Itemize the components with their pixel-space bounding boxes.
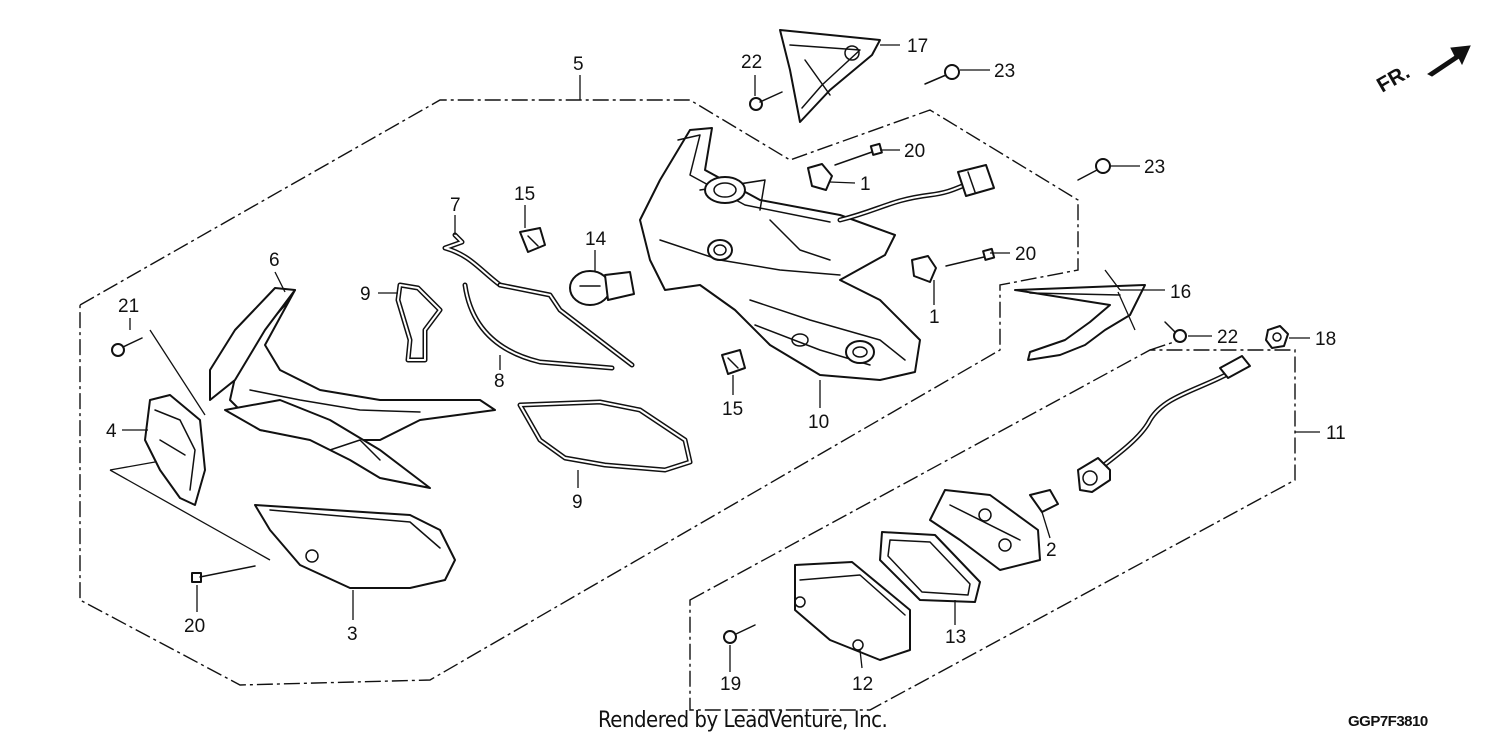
callout-14: 14 [585, 229, 607, 250]
part-1-socket-lower [911, 255, 937, 283]
part-15-bulb-lower [721, 349, 746, 375]
callout-22: 22 [741, 52, 762, 73]
callout-9: 9 [360, 284, 371, 305]
callout-17: 17 [907, 36, 928, 57]
callout-21: 21 [118, 296, 139, 317]
part-12-license-lens [794, 561, 911, 661]
callout-22: 22 [1217, 327, 1238, 348]
part-15-bulb-upper [519, 227, 546, 253]
callout-1: 1 [929, 307, 940, 328]
part-9-gasket-small [395, 282, 443, 363]
part-7-seal-strip [442, 232, 503, 288]
part-6-lens [209, 287, 496, 489]
part-14-bulb [569, 270, 635, 306]
callout-2: 2 [1046, 540, 1057, 561]
part-1-socket-upper [807, 163, 833, 191]
part-21-screw [111, 337, 143, 357]
callout-4: 4 [106, 421, 117, 442]
part-22-screw-side [1164, 321, 1187, 343]
part-22-screw-top [749, 91, 783, 111]
callout-15: 15 [722, 399, 743, 420]
part-3-reflector [254, 504, 456, 589]
callout-12: 12 [852, 674, 873, 695]
callout-3: 3 [347, 624, 358, 645]
part-10-lamp-housing [639, 127, 921, 381]
callout-20: 20 [904, 141, 925, 162]
part-23-screw-top [924, 64, 960, 85]
callout-19: 19 [720, 674, 741, 695]
callout-23: 23 [994, 61, 1015, 82]
part-16-side-cover [1014, 284, 1146, 361]
part-20-screw-mid [945, 247, 996, 267]
group-5-boundary [79, 99, 1079, 686]
part-23-screw-right [1077, 158, 1111, 181]
part-20-screw-upper [834, 142, 883, 166]
callout-1: 1 [860, 174, 871, 195]
part-13-lens-gasket [879, 531, 981, 603]
part-18-nut [1265, 325, 1289, 349]
callout-5: 5 [573, 54, 584, 75]
callout-15: 15 [514, 184, 535, 205]
callout-16: 16 [1170, 282, 1191, 303]
callout-9: 9 [572, 492, 583, 513]
callout-23: 23 [1144, 157, 1165, 178]
render-credit: Rendered by LeadVenture, Inc. [598, 708, 888, 733]
part-11-license-harness [1077, 355, 1251, 493]
part-9-gasket-large [517, 399, 693, 473]
part-19-screw [723, 624, 756, 644]
front-direction-label: FR. [1373, 60, 1414, 97]
callout-20: 20 [1015, 244, 1036, 265]
front-arrow-icon: FR. [1373, 45, 1471, 97]
callout-8: 8 [494, 371, 505, 392]
part-8-seal-strip [462, 282, 635, 371]
license-lamp-base [929, 489, 1041, 571]
callout-13: 13 [945, 627, 966, 648]
part-4-side-lens [144, 394, 206, 506]
callout-11: 11 [1326, 423, 1346, 444]
part-17-top-cover [779, 29, 881, 123]
callout-6: 6 [269, 250, 280, 271]
leader-lines [109, 44, 1320, 672]
part-2-bulb [1029, 489, 1059, 513]
part-10-harness [837, 164, 995, 223]
callout-7: 7 [450, 195, 461, 216]
callout-10: 10 [808, 412, 829, 433]
callout-labels: 1 1 2 3 4 5 6 7 8 9 9 10 11 12 13 14 15 … [106, 36, 1346, 695]
part-20-screw-lower [191, 565, 256, 583]
callout-18: 18 [1315, 329, 1336, 350]
callout-20: 20 [184, 616, 205, 637]
drawing-code: GGP7F3810 [1348, 713, 1428, 730]
